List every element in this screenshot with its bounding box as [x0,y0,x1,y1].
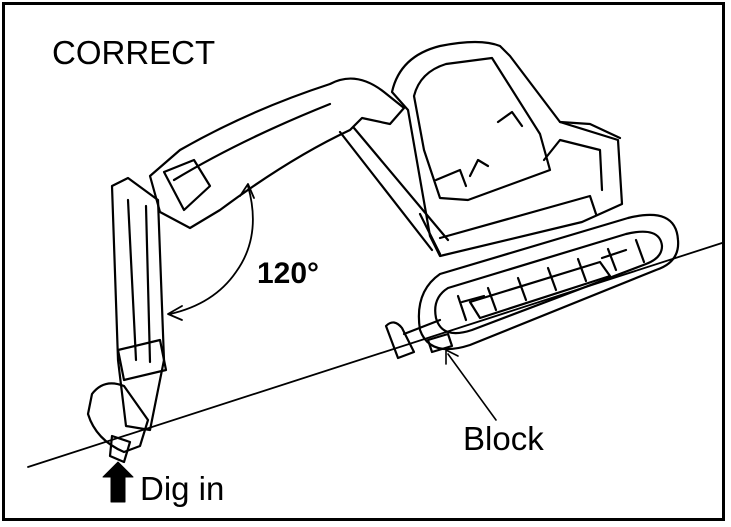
dig-in-label: Dig in [140,470,225,507]
diagram-frame [2,2,725,521]
track-assembly [417,213,680,351]
angle-arc [167,183,255,321]
chock-block [426,332,454,354]
bucket [86,382,150,454]
block-leader [447,353,497,421]
diagram-title: CORRECT [52,34,216,71]
up-arrow-icon [102,461,134,503]
stick-arm [110,176,168,432]
boom-arm [148,77,450,252]
block-label: Block [463,420,544,457]
angle-label: 120° [257,257,320,290]
excavator-body [390,40,624,258]
dozer-blade [384,321,416,360]
